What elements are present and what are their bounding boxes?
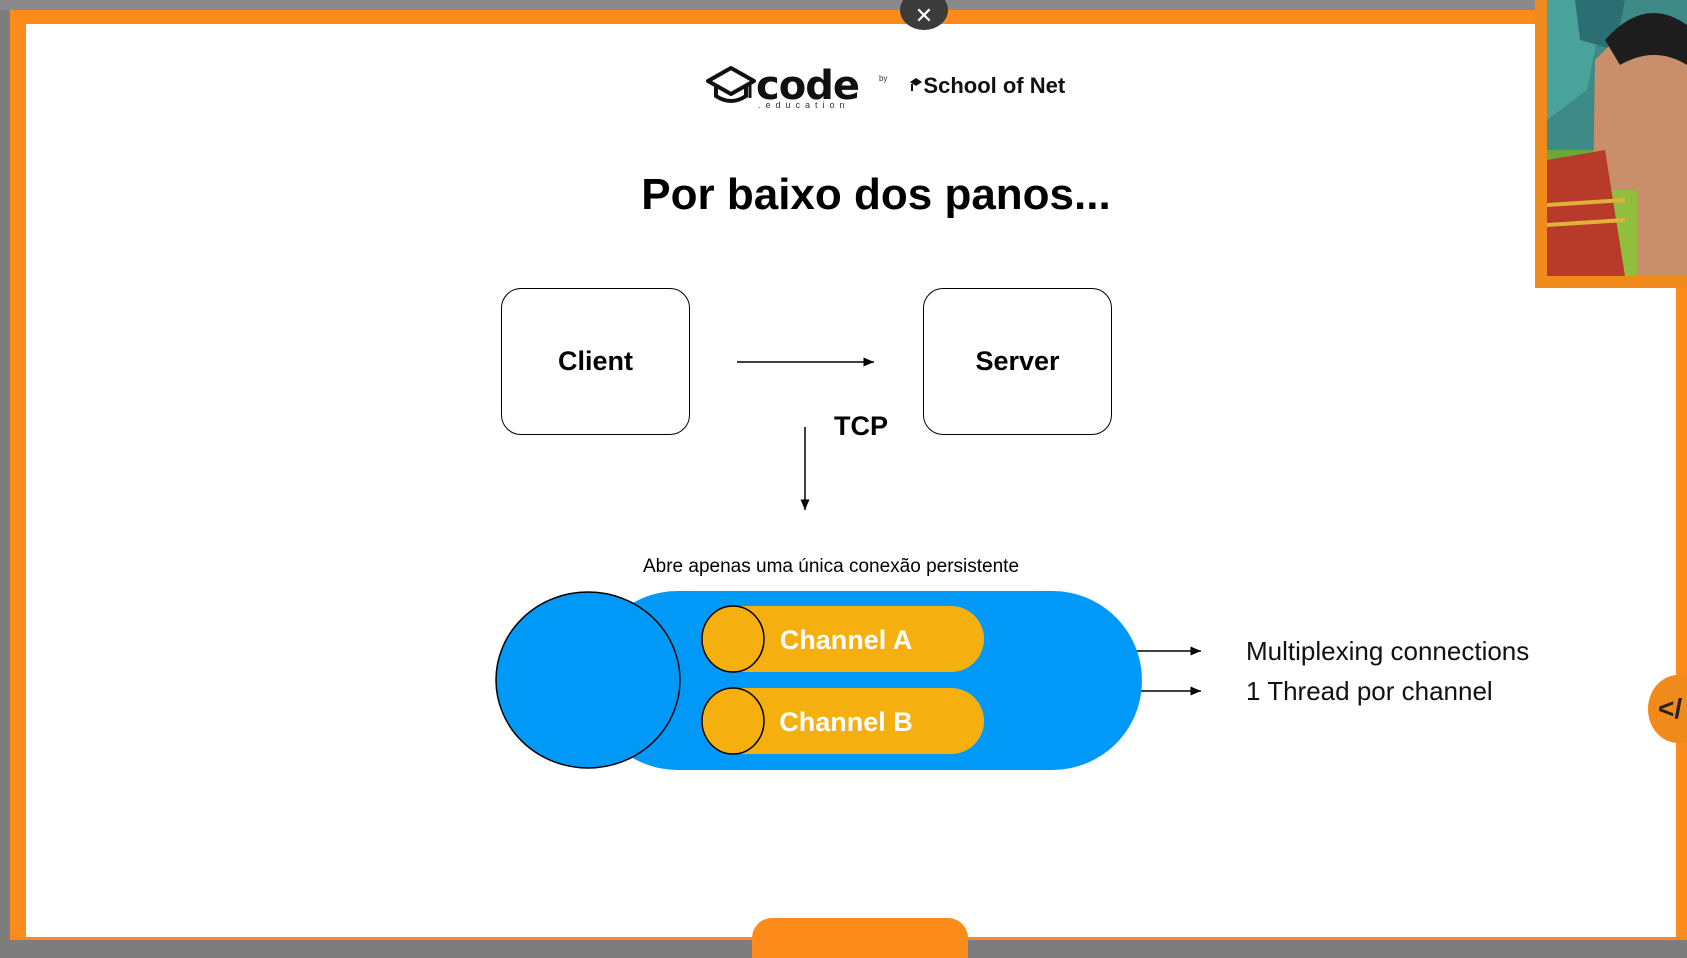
- video-top-bar: [0, 0, 1687, 10]
- slide-title: Por baixo dos panos...: [641, 170, 1111, 219]
- connection-note: Abre apenas uma única conexão persistent…: [642, 556, 1020, 577]
- bottom-tab[interactable]: [752, 918, 968, 958]
- code-education-logo: code .education: [706, 63, 860, 110]
- server-box: Server: [923, 288, 1112, 435]
- presenter-webcam: [1535, 0, 1687, 288]
- client-box: Client: [501, 288, 690, 435]
- school-of-net-text: School of Net: [923, 73, 1066, 98]
- channel-b-bar: [702, 688, 984, 754]
- channel-b-circle: [701, 687, 765, 755]
- client-label: Client: [557, 346, 633, 376]
- code-logo-word: code: [756, 63, 860, 109]
- server-label: Server: [975, 346, 1060, 376]
- connection-start-circle: [495, 591, 681, 769]
- channel-a-circle: [701, 605, 765, 673]
- channel-b-label: Channel B: [779, 707, 913, 737]
- brand-by: by: [878, 73, 888, 83]
- close-icon: ✕: [914, 3, 934, 28]
- channel-a-bar: [702, 606, 984, 672]
- brand-header: code .education by School of Net: [706, 63, 1065, 110]
- school-of-net-logo: School of Net: [909, 73, 1065, 99]
- tcp-label: TCP: [834, 411, 888, 441]
- graduation-cap-icon: [706, 66, 756, 103]
- connection-diagram: Channel A Channel B: [495, 591, 1142, 770]
- connector-arrows: [737, 357, 1201, 696]
- multiplexing-note: Multiplexing connections: [1246, 636, 1530, 666]
- channel-a-label: Channel A: [780, 625, 913, 655]
- presenter-video-image: [1546, 0, 1687, 276]
- slide: code .education by School of Net Por bai…: [26, 24, 1676, 937]
- thread-note: 1 Thread por channel: [1246, 676, 1493, 706]
- code-logo-subtitle: .education: [758, 100, 850, 110]
- graduation-cap-icon: [910, 78, 923, 91]
